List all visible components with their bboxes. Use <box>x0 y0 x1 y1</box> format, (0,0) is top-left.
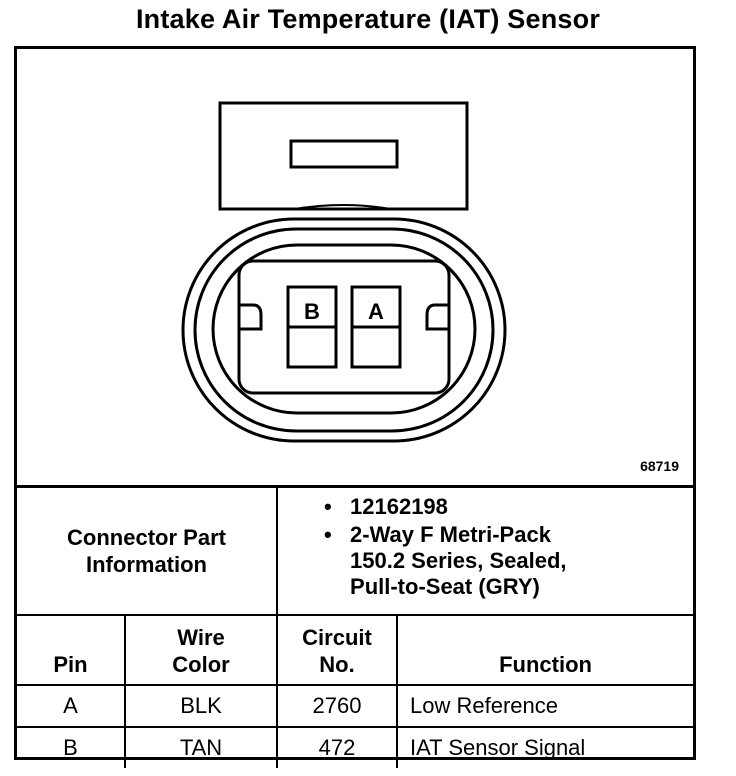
header-function: Function <box>396 614 694 686</box>
wire-color-cell: TAN <box>123 726 279 768</box>
connector-part-label: Connector Part Information <box>17 485 279 616</box>
latch-seam <box>294 204 392 210</box>
pin-cell: A <box>17 684 126 728</box>
table-row: A BLK 2760 Low Reference <box>17 684 694 728</box>
connector-info-table: Connector Part Information • 12162198 • … <box>17 485 694 768</box>
bullet-dot: • <box>324 494 332 519</box>
circuit-no-cell: 472 <box>276 726 399 768</box>
connector-description-item: • 2-Way F Metri-Pack 150.2 Series, Seale… <box>288 522 683 600</box>
connector-cavity <box>237 259 451 395</box>
header-wire-color: Wire Color <box>123 614 279 686</box>
part-number: 12162198 <box>350 494 448 519</box>
connector-shell-ring <box>193 227 495 433</box>
latch-window <box>289 139 399 169</box>
wire-color-cell: BLK <box>123 684 279 728</box>
connector-drawing: B A <box>181 101 507 443</box>
bullet-dot: • <box>324 522 332 547</box>
right-key <box>425 303 449 331</box>
diagram-frame: B A 68719 Connector Part Information • 1… <box>14 46 696 768</box>
connector-seal <box>211 243 477 415</box>
page-title: Intake Air Temperature (IAT) Sensor <box>135 4 601 34</box>
table-row: B TAN 472 IAT Sensor Signal <box>17 726 694 768</box>
header-circuit-no: Circuit No. <box>276 614 399 686</box>
connector-description-line1: 2-Way F Metri-Pack <box>350 522 551 547</box>
circuit-no-cell: 2760 <box>276 684 399 728</box>
function-cell: IAT Sensor Signal <box>396 726 694 768</box>
left-key <box>239 303 263 331</box>
part-number-item: • 12162198 <box>288 494 683 520</box>
latch-housing <box>218 101 469 211</box>
pin-cell: B <box>17 726 126 768</box>
connector-part-label-line2: Information <box>86 552 207 577</box>
header-pin: Pin <box>17 614 126 686</box>
terminal-b-label: B <box>304 299 320 324</box>
connector-description-line2: 150.2 Series, Sealed, <box>350 548 567 573</box>
connector-outer-shell <box>181 217 507 443</box>
connector-description-line3: Pull-to-Seat (GRY) <box>350 574 540 599</box>
connector-part-details: • 12162198 • 2-Way F Metri-Pack 150.2 Se… <box>276 485 694 616</box>
pin-table-header: Pin Wire Color Circuit No. Function <box>17 614 694 686</box>
connector-part-label-line1: Connector Part <box>67 525 226 550</box>
connector-part-row: Connector Part Information • 12162198 • … <box>17 485 694 616</box>
terminal-a-label: A <box>368 299 384 324</box>
figure-number: 68719 <box>640 458 679 474</box>
function-cell: Low Reference <box>396 684 694 728</box>
